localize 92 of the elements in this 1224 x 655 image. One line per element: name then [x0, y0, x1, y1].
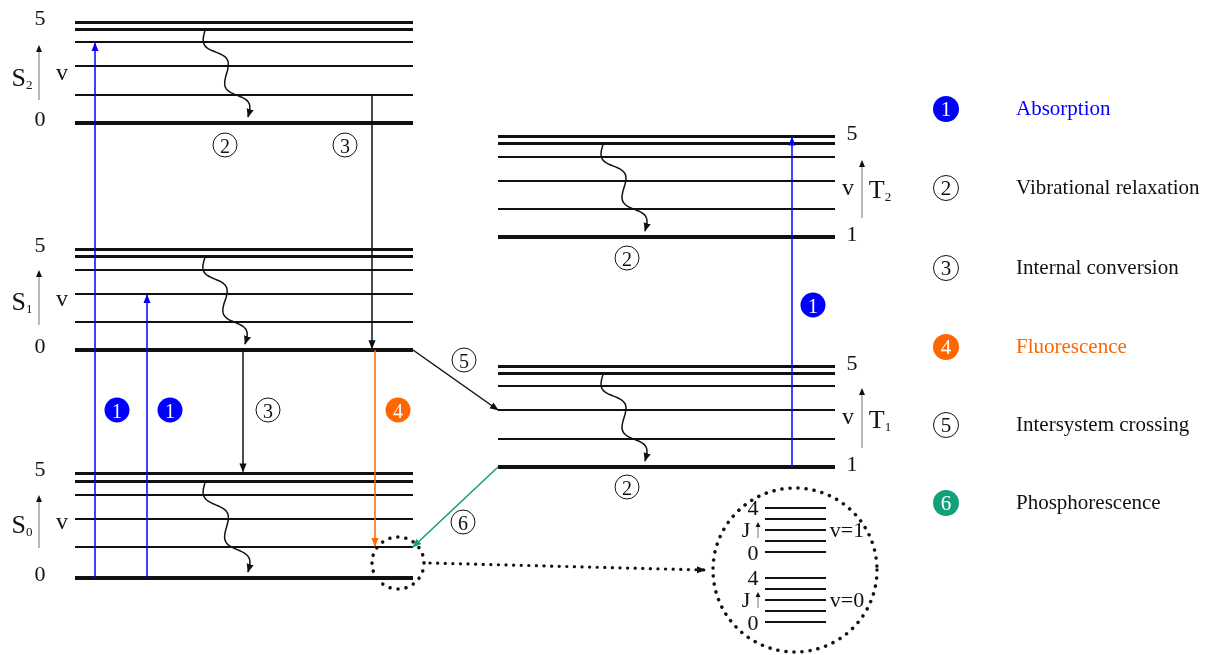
level-number: 0 — [34, 335, 46, 357]
step-number: 3 — [255, 397, 281, 423]
step-number: 1 — [157, 397, 183, 423]
energy-level-line — [75, 493, 413, 497]
energy-level-line — [498, 155, 835, 159]
step-number: 1 — [104, 397, 130, 423]
step-number: 2 — [614, 474, 640, 500]
arrow — [371, 349, 379, 547]
energy-level-line — [75, 64, 413, 68]
arrow — [412, 466, 499, 548]
wavy-arrow — [600, 143, 651, 232]
energy-level-line — [75, 247, 413, 251]
arrow — [368, 94, 376, 350]
wavy-arrow — [600, 373, 651, 462]
energy-level-line — [498, 179, 835, 183]
legend-swatch: 4 — [933, 334, 959, 360]
inset-label: J — [741, 519, 751, 541]
energy-level-line — [75, 471, 413, 475]
step-number: 1 — [800, 292, 826, 318]
energy-level-line — [75, 292, 413, 296]
level-number: 5 — [34, 458, 46, 480]
inset-label: 0 — [747, 612, 759, 634]
energy-level-line — [75, 479, 413, 483]
legend-swatch: 5 — [933, 412, 959, 438]
energy-level-line — [75, 40, 413, 44]
energy-level-line — [75, 546, 413, 548]
legend-text: Fluorescence — [1016, 335, 1127, 359]
state-label: T$_{2}$ — [868, 176, 892, 204]
arrow — [788, 136, 796, 468]
legend-text: Vibrational relaxation — [1016, 176, 1200, 200]
energy-level-line — [75, 517, 413, 521]
legend-swatch: 1 — [933, 96, 959, 122]
legend-text: Absorption — [1016, 97, 1111, 121]
energy-level-line — [498, 384, 835, 388]
wavy-arrow — [202, 256, 251, 345]
arrow — [412, 349, 499, 411]
legend-swatch: 6 — [933, 490, 959, 516]
state-label: S$_{0}$ — [11, 511, 33, 539]
energy-level-line — [75, 268, 413, 272]
level-number: 5 — [34, 234, 46, 256]
energy-level-line — [498, 141, 835, 145]
dotted-circle — [370, 535, 426, 591]
arrow — [143, 294, 151, 579]
magnified-inset-circle — [711, 486, 879, 654]
inset-label: v=1 — [829, 519, 865, 541]
vibrational-label: v — [56, 286, 68, 310]
legend-swatch: 2 — [933, 175, 959, 201]
energy-level-line — [498, 438, 835, 440]
step-number: 3 — [332, 132, 358, 158]
dotted-arrow — [428, 561, 707, 574]
energy-level-line — [498, 364, 835, 368]
vibrational-label: v — [56, 60, 68, 84]
vibrational-label: v — [56, 509, 68, 533]
inset-label: v=0 — [829, 589, 865, 611]
vibrational-label: v — [842, 404, 854, 428]
arrow — [91, 42, 99, 579]
inset-label: 4 — [747, 497, 759, 519]
legend-text: Intersystem crossing — [1016, 413, 1190, 437]
inset-label: J — [741, 589, 751, 611]
energy-level-line — [498, 208, 835, 210]
legend-text: Internal conversion — [1016, 256, 1179, 280]
energy-level-line — [498, 371, 835, 375]
energy-level-line — [75, 254, 413, 258]
inset-label: 4 — [747, 567, 759, 589]
step-number: 4 — [385, 397, 411, 423]
legend-text: Phosphorescence — [1016, 491, 1161, 515]
step-number: 2 — [212, 132, 238, 158]
level-number: 1 — [846, 453, 858, 475]
arrow — [239, 349, 247, 473]
step-number: 5 — [451, 347, 477, 373]
level-number: 5 — [846, 352, 858, 374]
state-label: S$_{2}$ — [11, 64, 33, 92]
energy-level-line — [75, 20, 413, 24]
wavy-arrow — [202, 29, 254, 118]
wavy-arrow — [202, 481, 254, 573]
energy-level-line — [75, 27, 413, 31]
state-label: S$_{1}$ — [11, 288, 33, 316]
level-number: 5 — [846, 122, 858, 144]
step-number: 2 — [614, 245, 640, 271]
energy-level-line — [75, 94, 413, 96]
level-number: 5 — [34, 7, 46, 29]
level-number: 0 — [34, 108, 46, 130]
level-number: 1 — [846, 223, 858, 245]
legend-swatch: 3 — [933, 255, 959, 281]
energy-level-line — [75, 321, 413, 323]
state-label: T$_{1}$ — [868, 406, 892, 434]
energy-level-line — [498, 134, 835, 138]
energy-level-line — [498, 408, 835, 412]
vibrational-label: v — [842, 175, 854, 199]
inset-label: 0 — [747, 542, 759, 564]
level-number: 0 — [34, 563, 46, 585]
step-number: 6 — [450, 509, 476, 535]
